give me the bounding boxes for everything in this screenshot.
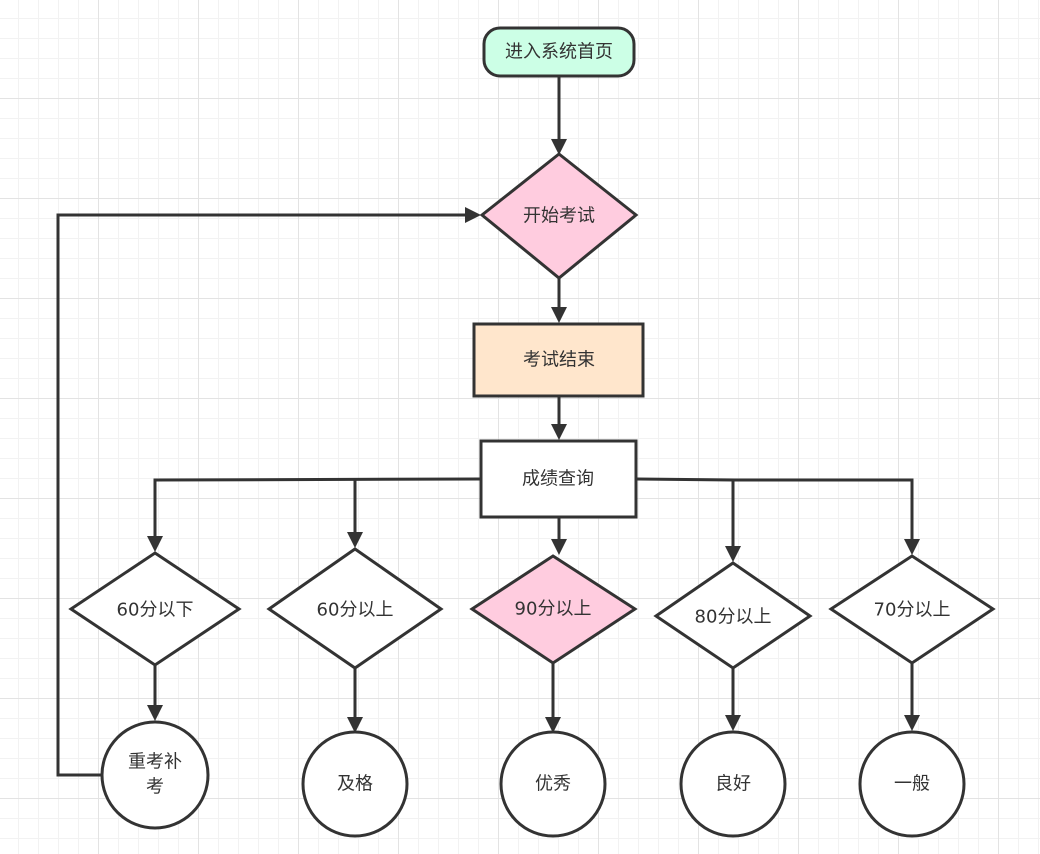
node-score-query[interactable]: 成绩查询 [479, 439, 638, 519]
retake-label-line2: 考 [146, 777, 164, 798]
node-excellent[interactable]: 优秀 [499, 730, 607, 838]
exam-end-shape [472, 322, 645, 398]
retake-shape [100, 720, 210, 830]
arrowhead-above-60 [347, 532, 363, 548]
arrowhead-pass [347, 717, 363, 733]
node-average[interactable]: 一般 [858, 730, 966, 838]
arrowhead-exam-end [551, 307, 567, 323]
node-above-90[interactable]: 90分以上 [469, 554, 638, 665]
above-80-label: 80分以上 [695, 607, 772, 628]
below-60-shape [68, 551, 242, 667]
node-exam-end[interactable]: 考试结束 [472, 322, 645, 398]
pass-shape [301, 730, 409, 838]
above-60-shape [266, 547, 444, 670]
score-query-shape [479, 439, 638, 519]
arrowhead-excellent [545, 717, 561, 733]
excellent-label: 优秀 [535, 774, 571, 795]
score-query-label: 成绩查询 [522, 469, 594, 490]
arrowhead-below-60 [147, 536, 163, 552]
node-begin-exam[interactable]: 开始考试 [479, 152, 639, 280]
edge-score-query-to-below-60 [153, 477, 482, 537]
node-above-80[interactable]: 80分以上 [653, 561, 813, 670]
edge-retake-to-begin-exam [56, 213, 466, 777]
pass-label: 及格 [337, 774, 373, 795]
retake-label-line1: 重考补 [128, 752, 182, 773]
arrowhead-begin-exam [551, 139, 567, 155]
above-80-shape [653, 561, 813, 670]
edge-score-query-to-above-80 [636, 477, 735, 547]
arrowheads [147, 139, 920, 733]
arrowhead-above-90 [551, 539, 567, 555]
node-above-60[interactable]: 60分以上 [266, 547, 444, 670]
edges [56, 76, 914, 777]
edge-score-query-to-above-70 [733, 478, 914, 540]
arrowhead-good [725, 715, 741, 731]
arrowhead-average [904, 715, 920, 731]
arrowhead-retake [147, 705, 163, 721]
below-60-label: 60分以下 [117, 600, 194, 621]
start-label: 进入系统首页 [505, 42, 613, 63]
start-shape [482, 26, 636, 78]
node-good[interactable]: 良好 [679, 730, 787, 838]
node-start[interactable]: 进入系统首页 [482, 26, 636, 78]
node-pass[interactable]: 及格 [301, 730, 409, 838]
exam-end-label: 考试结束 [523, 350, 595, 371]
arrowhead-score-query [551, 424, 567, 440]
above-70-label: 70分以上 [874, 600, 951, 621]
above-70-shape [828, 554, 996, 665]
node-below-60[interactable]: 60分以下 [68, 551, 242, 667]
average-shape [858, 730, 966, 838]
good-shape [679, 730, 787, 838]
node-above-70[interactable]: 70分以上 [828, 554, 996, 665]
above-90-shape [469, 554, 638, 665]
good-label: 良好 [715, 774, 751, 795]
average-label: 一般 [894, 774, 930, 795]
node-retake[interactable]: 重考补 考 [100, 720, 210, 830]
arrowhead-loop-back [465, 207, 481, 223]
arrowhead-above-70 [904, 539, 920, 555]
excellent-shape [499, 730, 607, 838]
begin-exam-label: 开始考试 [523, 206, 595, 227]
arrowhead-above-80 [725, 546, 741, 562]
above-90-label: 90分以上 [515, 599, 592, 620]
begin-exam-shape [479, 152, 639, 280]
above-60-label: 60分以上 [317, 600, 394, 621]
